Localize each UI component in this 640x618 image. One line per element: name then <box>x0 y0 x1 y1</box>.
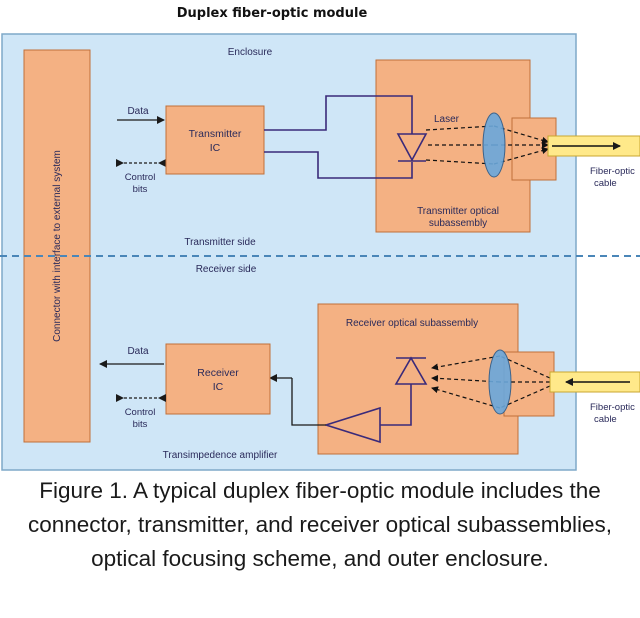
rx-ray-4 <box>431 355 501 371</box>
receiver-side-label: Receiver side <box>196 264 257 275</box>
connector-block <box>23 49 91 443</box>
receiver-ic <box>165 343 271 415</box>
tx-control-arrow-right <box>158 159 166 167</box>
rx-control-arrow-right <box>158 394 166 402</box>
tx-control-arrow-left <box>116 159 124 167</box>
tx-data-label: Data <box>127 106 149 117</box>
laser-diode-icon <box>396 133 428 162</box>
rx-control-label-1: Control <box>125 407 156 418</box>
duplex-module-diagram: Duplex fiber-optic module Enclosure Conn… <box>0 6 640 471</box>
diagram-title: Duplex fiber-optic module <box>177 6 368 21</box>
tx-drive-line-bottom <box>264 151 413 179</box>
tia-label: Transimpedence amplifier <box>163 450 278 461</box>
rosa-receptacle <box>503 351 555 417</box>
transmitter-label-2: IC <box>210 142 221 154</box>
rx-output-line <box>291 378 326 426</box>
receiver-label-1: Receiver <box>197 367 239 379</box>
transmitter-label-1: Transmitter <box>189 128 242 140</box>
tx-ray-1 <box>425 125 495 131</box>
tx-lens <box>482 112 506 178</box>
tosa-label-1: Transmitter optical <box>417 206 499 217</box>
rx-ray-5 <box>431 374 501 383</box>
rx-fiber-label-1: Fiber-optic <box>590 402 635 413</box>
tx-fiber-label-2: cable <box>594 178 617 189</box>
figure-caption: Figure 1. A typical duplex fiber-optic m… <box>27 478 613 571</box>
rx-control-label-2: bits <box>133 419 148 430</box>
rosa-label: Receiver optical subassembly <box>346 318 478 329</box>
connector-label: Connector with interface to external sys… <box>52 150 63 342</box>
laser-label: Laser <box>434 114 460 125</box>
tosa-label-2: subassembly <box>429 218 487 229</box>
rx-control-arrow-left <box>116 394 124 402</box>
tx-fiber-label-1: Fiber-optic <box>590 166 635 177</box>
enclosure-label: Enclosure <box>228 47 273 58</box>
tia-input-line <box>380 410 412 426</box>
receiver-label-2: IC <box>213 381 224 393</box>
tx-ray-3 <box>425 159 495 165</box>
rx-ray-6 <box>431 386 501 409</box>
rx-lens <box>488 349 512 415</box>
tx-control-label-1: Control <box>125 172 156 183</box>
tx-control-label-2: bits <box>133 184 148 195</box>
transmitter-ic <box>165 105 265 175</box>
tx-drive-line-top <box>264 95 413 134</box>
rosa-block <box>317 303 519 455</box>
rx-data-label: Data <box>127 346 149 357</box>
transmitter-side-label: Transmitter side <box>184 237 256 248</box>
rx-fiber-label-2: cable <box>594 414 617 425</box>
